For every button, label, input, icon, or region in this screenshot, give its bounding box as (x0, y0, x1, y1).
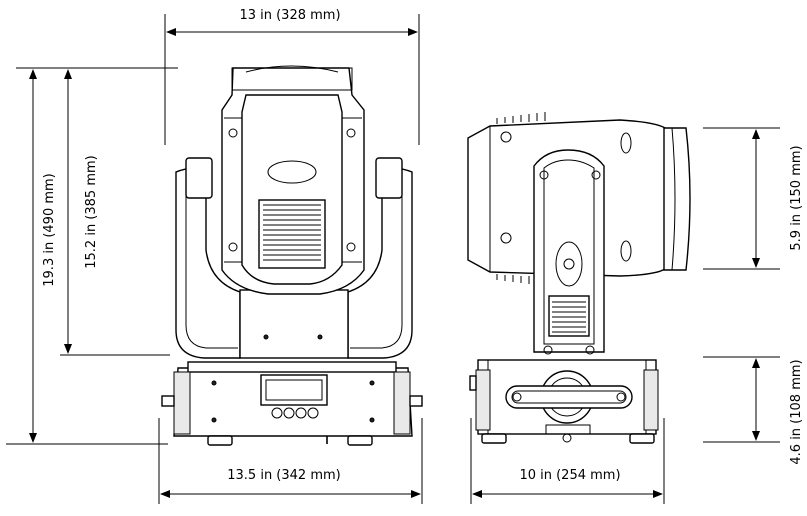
dim-base-width-label: 13.5 in (342 mm) (227, 468, 340, 483)
dim-side-depth-label: 10 in (254 mm) (519, 468, 620, 483)
dim-side-depth: 10 in (254 mm) (470, 418, 665, 504)
dim-front-height-total-label: 19.3 in (490 mm) (42, 173, 57, 286)
dim-base-width: 13.5 in (342 mm) (158, 418, 423, 504)
side-view-fixture (467, 112, 691, 444)
dim-head-height-label: 5.9 in (150 mm) (789, 145, 804, 250)
dim-front-width: 13 in (328 mm) (164, 8, 420, 145)
dim-front-height-total: 19.3 in (490 mm) (6, 67, 178, 445)
dim-front-width-label: 13 in (328 mm) (239, 8, 340, 23)
dim-head-height: 5.9 in (150 mm) (703, 127, 804, 270)
dim-front-height-yoke-label: 15.2 in (385 mm) (84, 155, 99, 268)
dim-base-height: 4.6 in (108 mm) (703, 356, 804, 465)
dim-base-height-label: 4.6 in (108 mm) (789, 359, 804, 464)
dim-front-height-yoke: 15.2 in (385 mm) (60, 69, 170, 356)
front-view-fixture (161, 65, 423, 446)
